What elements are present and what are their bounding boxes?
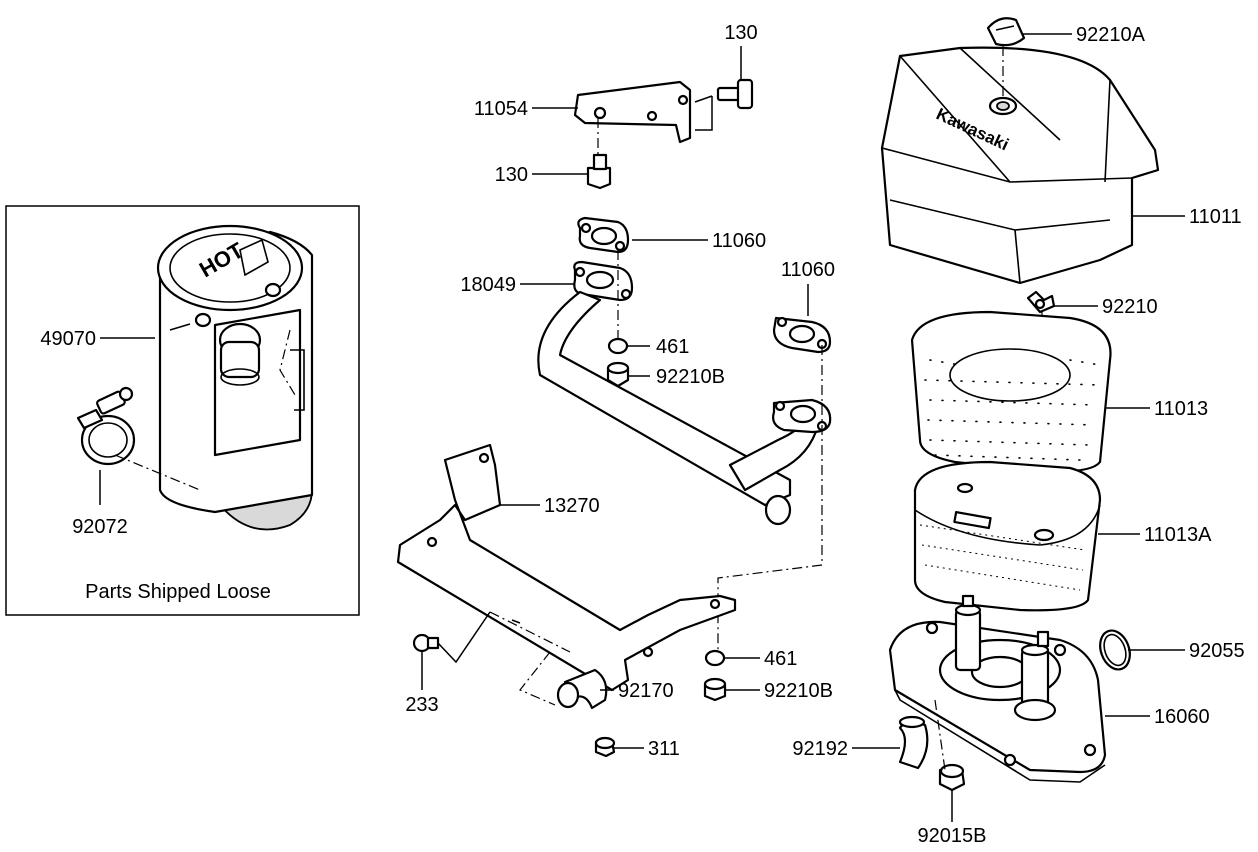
- bolt-130-side: [716, 78, 754, 110]
- callout-92210B-lower: 92210B: [764, 680, 833, 702]
- screw-233: [412, 611, 491, 664]
- nut-92015B: [934, 699, 966, 792]
- callout-18049: 18049: [460, 274, 516, 296]
- callout-92210B-upper: 92210B: [656, 366, 725, 388]
- callout-461-upper: 461: [656, 336, 689, 358]
- callout-11013A: 11013A: [1144, 524, 1212, 546]
- breather-tube-92192: [898, 715, 929, 770]
- callout-11060-right: 11060: [781, 259, 835, 281]
- callout-leaders: [99, 33, 1185, 822]
- callout-461-lower: 461: [764, 648, 797, 670]
- callout-11054: 11054: [474, 98, 528, 120]
- bolt-130-bottom: [586, 118, 612, 190]
- callout-92015B: 92015B: [918, 825, 987, 847]
- callout-92192: 92192: [792, 738, 848, 760]
- callout-92170: 92170: [618, 680, 674, 702]
- washer-461-lower: [704, 649, 726, 667]
- callout-92210A: 92210A: [1076, 24, 1146, 46]
- callout-16060: 16060: [1154, 706, 1210, 728]
- callout-92210: 92210: [1102, 296, 1158, 318]
- nut-311: [594, 736, 616, 758]
- paper-element: [913, 460, 1102, 612]
- parts-shipped-loose-box: [5, 205, 360, 616]
- air-cleaner-cover: Kawasaki: [880, 46, 1160, 285]
- foam-precleaner: [910, 310, 1112, 473]
- exhaust-clamp: [76, 386, 201, 491]
- mounting-bracket: [573, 80, 713, 144]
- wing-knob-92210A: [986, 17, 1026, 100]
- heat-shield: [396, 443, 737, 692]
- stud-line-right: [717, 345, 823, 660]
- callout-11011: 11011: [1189, 206, 1242, 228]
- muffler: HOT: [156, 224, 314, 531]
- callout-233: 233: [405, 694, 438, 716]
- callout-11060-left: 11060: [712, 230, 766, 252]
- clamp-92170: [519, 651, 608, 710]
- gasket-11060-right: [772, 316, 832, 354]
- nut-92210B-upper: [606, 361, 630, 388]
- parts-shipped-loose-caption: Parts Shipped Loose: [85, 581, 271, 603]
- air-cleaner-base: [888, 594, 1107, 783]
- callout-49070: 49070: [40, 328, 96, 350]
- callout-11013: 11013: [1154, 398, 1208, 420]
- callout-92055: 92055: [1189, 640, 1245, 662]
- nut-92210B-lower: [703, 677, 727, 702]
- callout-92072: 92072: [72, 516, 128, 538]
- callout-130-bottom: 130: [495, 164, 528, 186]
- gasket-11060-left: [577, 216, 630, 254]
- callout-130-top: 130: [724, 22, 757, 44]
- exhaust-pipe: [537, 260, 832, 526]
- callout-311: 311: [648, 738, 680, 760]
- washer-461-upper: [607, 337, 629, 355]
- o-ring-92055: [1099, 629, 1131, 671]
- callout-13270: 13270: [544, 495, 600, 517]
